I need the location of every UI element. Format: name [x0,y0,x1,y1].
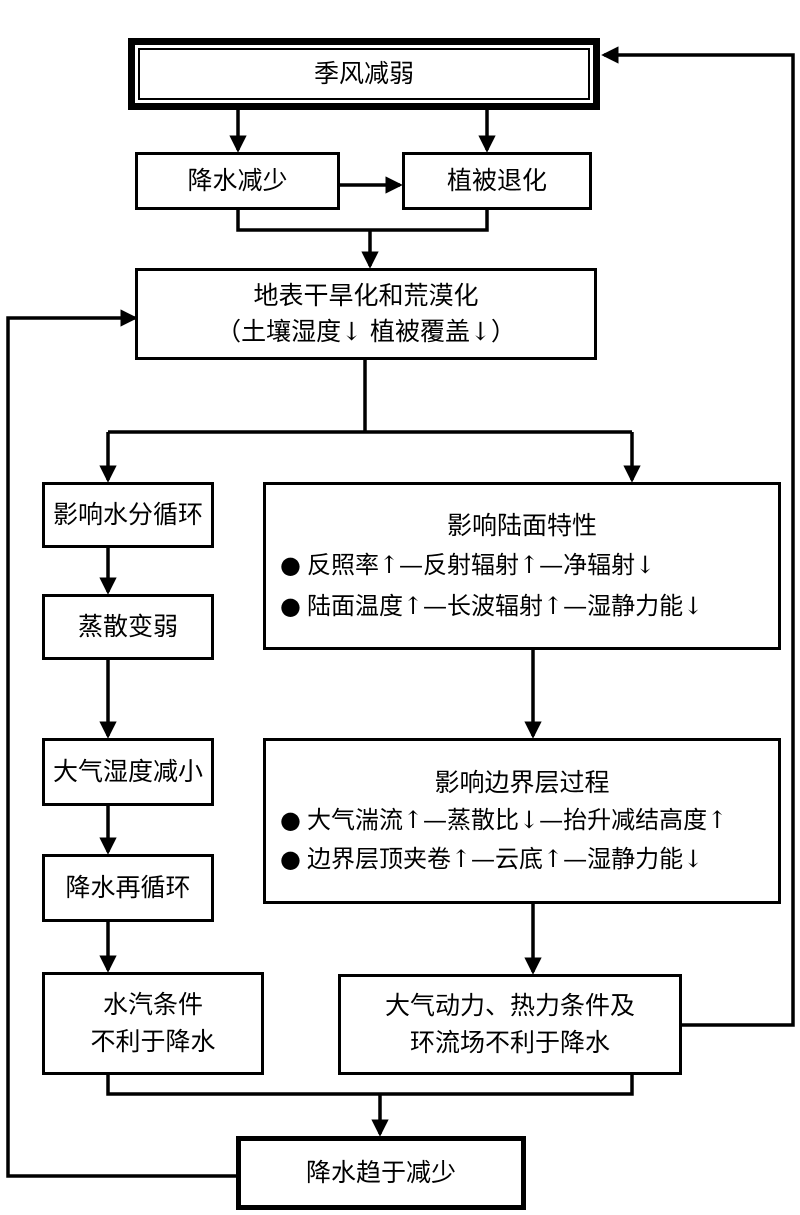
merge-line-top [236,210,489,232]
node-monsoon-weakening: 季风减弱 [128,38,600,110]
node-land-surface: 影响陆面特性 ●反照率↑—反射辐射↑—净辐射↓ ●陆面温度↑—长波辐射↑—湿静力… [263,482,781,650]
node-dyn-line2: 环流场不利于降水 [409,1027,610,1057]
node-vapor-line1: 水汽条件 [102,990,203,1020]
land-bullet-temperature: ●陆面温度↑—长波辐射↑—湿静力能↓ [270,589,703,624]
node-monsoon-inner-border: 季风减弱 [138,48,590,100]
node-water-cycle: 影响水分循环 [42,482,214,548]
node-evap-weaken-label: 蒸散变弱 [77,611,178,641]
bl-bullet-entrainment: ●边界层顶夹卷↑—云底↑—湿静力能↓ [270,842,703,877]
node-surface-line1: 地表干旱化和荒漠化 [253,280,479,310]
node-humidity-decrease: 大气湿度减小 [42,738,214,806]
land-bullet-temperature-text: 陆面温度↑—长波辐射↑—湿静力能↓ [306,592,704,621]
node-evap-weaken: 蒸散变弱 [42,594,214,660]
node-dynamics-unfavorable: 大气动力、热力条件及 环流场不利于降水 [338,974,682,1075]
node-water-cycle-label: 影响水分循环 [52,499,203,529]
bullet-dot-icon: ● [280,592,301,621]
feedback-right-loop [601,46,795,1027]
node-precip-decrease-label: 降水减少 [187,165,288,195]
bl-bullet-entrainment-text: 边界层顶夹卷↑—云底↑—湿静力能↓ [306,845,704,874]
bl-bullet-turbulence: ●大气湍流↑—蒸散比↓—抬升减结高度↑ [270,803,727,838]
node-dyn-line1: 大气动力、热力条件及 [384,991,635,1021]
bullet-dot-icon: ● [280,551,301,580]
node-veg-degradation: 植被退化 [402,152,592,210]
bl-bullet-turbulence-text: 大气湍流↑—蒸散比↓—抬升减结高度↑ [306,806,728,835]
land-bullet-albedo-text: 反照率↑—反射辐射↑—净辐射↓ [306,551,656,580]
node-land-title: 影响陆面特性 [446,511,597,541]
node-boundary-layer: 影响边界层过程 ●大气湍流↑—蒸散比↓—抬升减结高度↑ ●边界层顶夹卷↑—云底↑… [263,738,781,904]
node-vapor-line2: 不利于降水 [90,1026,216,1056]
node-humidity-decrease-label: 大气湿度减小 [52,756,203,786]
node-precip-recycle: 降水再循环 [42,854,214,922]
node-vapor-unfavorable: 水汽条件 不利于降水 [42,972,264,1075]
node-precip-decrease: 降水减少 [135,152,340,210]
land-bullet-albedo: ●反照率↑—反射辐射↑—净辐射↓ [270,548,655,583]
bullet-dot-icon: ● [280,806,301,835]
node-precip-trend-decrease: 降水趋于减少 [236,1136,526,1210]
bullet-dot-icon: ● [280,845,301,874]
node-monsoon-label: 季风减弱 [313,58,414,88]
node-precip-recycle-label: 降水再循环 [65,872,191,902]
node-final-label: 降水趋于减少 [305,1157,456,1187]
merge-line-bottom [106,1075,634,1096]
node-surface-desertification: 地表干旱化和荒漠化 （土壤湿度↓ 植被覆盖↓） [135,268,597,360]
node-bl-title: 影响边界层过程 [434,768,610,798]
node-veg-degradation-label: 植被退化 [446,165,547,195]
node-surface-line2: （土壤湿度↓ 植被覆盖↓） [216,317,516,346]
feedback-left-loop [6,309,236,1178]
